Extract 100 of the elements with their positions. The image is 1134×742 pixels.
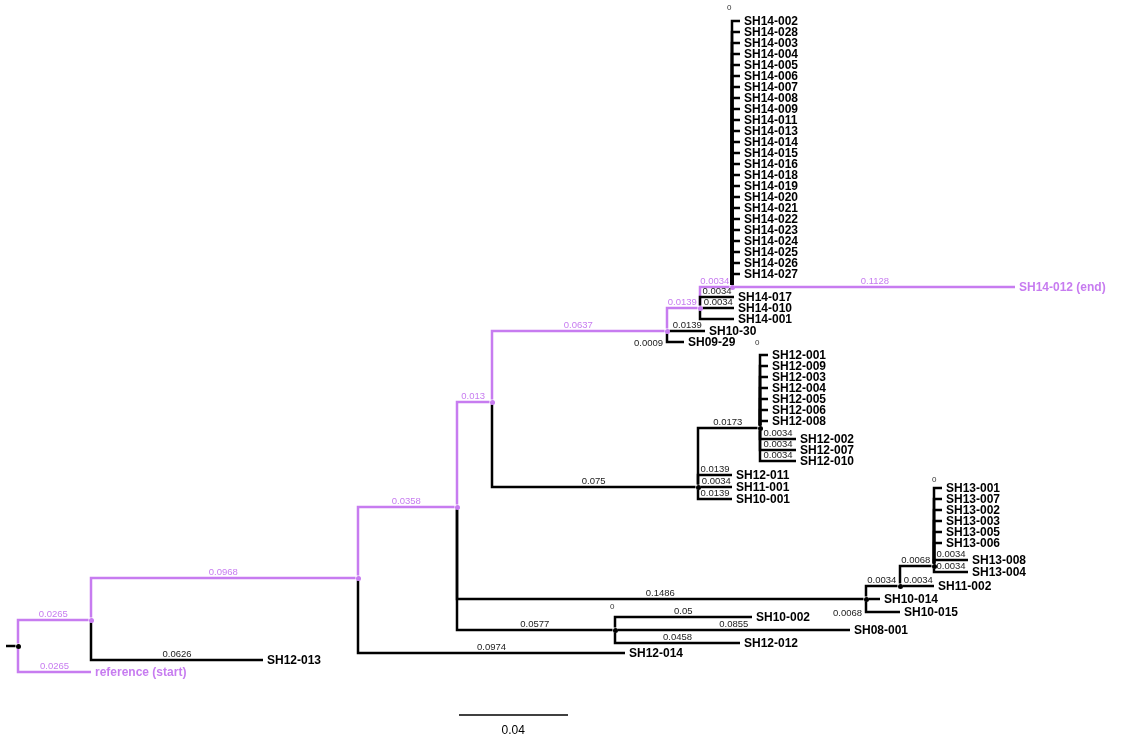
branch-length: 0.0139 xyxy=(667,297,697,306)
branch-length: 0.0034 xyxy=(867,575,897,584)
tree-branch xyxy=(702,306,734,310)
taxon-label: SH14-015 xyxy=(740,147,799,159)
taxon-label: SH14-004 xyxy=(740,48,799,60)
branch-length: 0.0034 xyxy=(763,428,793,437)
branch-length: 0 xyxy=(932,476,937,484)
taxon-label: SH14-024 xyxy=(740,235,799,247)
branch-length: 0.0458 xyxy=(663,632,693,641)
tree-branch xyxy=(16,618,89,644)
taxon-label: reference (start) xyxy=(91,666,187,678)
branch-length: 0.0265 xyxy=(40,661,70,670)
taxon-label: SH14-021 xyxy=(740,202,799,214)
branch-length: 0.0139 xyxy=(672,320,702,329)
node-dot xyxy=(863,596,869,602)
taxon-label: SH10-001 xyxy=(732,493,791,505)
tree-branch xyxy=(758,419,768,426)
branch-length: 0.1128 xyxy=(860,276,890,285)
branch-length: 0.0034 xyxy=(701,476,731,485)
taxon-label: SH12-005 xyxy=(768,393,827,405)
taxon-label: SH12-012 xyxy=(740,637,799,649)
branch-length: 0.0068 xyxy=(901,555,931,564)
branch-length: 0.013 xyxy=(461,391,486,400)
taxon-label: SH13-006 xyxy=(942,537,1001,549)
node-dot xyxy=(757,425,763,431)
tree-branch xyxy=(932,568,968,574)
node-dot xyxy=(897,583,903,589)
taxon-label: SH14-002 xyxy=(740,15,799,27)
taxon-label: SH13-003 xyxy=(942,515,1001,527)
taxon-label: SH13-001 xyxy=(942,482,1001,494)
taxon-label: SH14-020 xyxy=(740,191,799,203)
tree-branch xyxy=(89,622,263,662)
tree-branch xyxy=(898,564,932,584)
branch-length: 0.0034 xyxy=(936,549,966,558)
taxon-label: SH13-007 xyxy=(942,493,1001,505)
taxon-label: SH13-005 xyxy=(942,526,1001,538)
tree-branch xyxy=(758,430,796,463)
tree-branch xyxy=(89,576,356,618)
taxon-label: SH08-001 xyxy=(850,624,909,636)
branch-length: 0.0139 xyxy=(700,464,730,473)
taxon-label: SH12-007 xyxy=(796,444,855,456)
taxon-label: SH12-009 xyxy=(768,360,827,372)
branch-length: 0.0637 xyxy=(563,320,593,329)
taxon-label: SH12-010 xyxy=(796,455,855,467)
tree-branch xyxy=(696,473,732,485)
node-dot xyxy=(729,284,735,290)
tree-branch xyxy=(698,295,734,306)
taxon-label: SH11-001 xyxy=(732,481,790,493)
branch-length: 0.0034 xyxy=(700,276,730,285)
tree-branch xyxy=(698,310,734,321)
taxon-label: SH14-025 xyxy=(740,246,799,258)
taxon-label: SH14-003 xyxy=(740,37,799,49)
branch-length: 0.0068 xyxy=(833,607,863,617)
tree-branch xyxy=(455,509,613,632)
taxon-label: SH14-027 xyxy=(740,268,799,280)
branch-length: 0.075 xyxy=(581,476,606,485)
taxon-label: SH14-006 xyxy=(740,70,799,82)
branch-length: 0.0034 xyxy=(936,561,966,570)
branch-length: 0 xyxy=(755,339,760,347)
branch-length: 0.05 xyxy=(674,606,693,615)
node-dot xyxy=(88,617,94,623)
taxon-label: SH12-013 xyxy=(263,654,322,666)
taxon-label: SH12-008 xyxy=(768,415,827,427)
taxon-label: SH13-004 xyxy=(968,566,1027,578)
taxon-label: SH11-002 xyxy=(934,580,992,592)
taxon-label: SH10-30 xyxy=(705,325,757,337)
branch-length: 0.0968 xyxy=(208,567,238,576)
taxon-label: SH14-023 xyxy=(740,224,799,236)
tree-branch xyxy=(864,601,900,614)
taxon-label: SH12-006 xyxy=(768,404,827,416)
taxon-label: SH14-018 xyxy=(740,169,799,181)
taxon-label: SH12-011 xyxy=(732,469,790,481)
branch-length: 0.0034 xyxy=(763,450,793,459)
node-dot xyxy=(612,627,618,633)
branch-length: 0.0626 xyxy=(162,649,192,658)
taxon-label: SH12-004 xyxy=(768,382,827,394)
branch-length: 0.0034 xyxy=(903,575,933,584)
branch-length: 0.1486 xyxy=(645,588,675,597)
node-dot xyxy=(695,484,701,490)
taxon-label: SH14-026 xyxy=(740,257,799,269)
taxon-label: SH14-008 xyxy=(740,92,799,104)
taxon-label: SH12-001 xyxy=(768,349,827,361)
taxon-label: SH13-008 xyxy=(968,554,1027,566)
branch-length: 0.0034 xyxy=(763,439,793,448)
taxon-label: SH12-003 xyxy=(768,371,827,383)
tree-branch xyxy=(356,505,455,576)
tree-branch xyxy=(696,489,732,501)
taxon-label: SH14-009 xyxy=(740,103,799,115)
tree-branch xyxy=(16,648,91,674)
node-dot xyxy=(664,328,670,334)
taxon-label: SH09-29 xyxy=(684,336,736,348)
tree-branch xyxy=(665,306,698,329)
taxon-label: SH14-007 xyxy=(740,81,799,93)
taxon-label: SH12-002 xyxy=(796,433,855,445)
taxon-label: SH10-014 xyxy=(880,593,939,605)
tree-branch xyxy=(356,580,625,655)
node-dot xyxy=(454,504,460,510)
taxon-label: SH10-002 xyxy=(752,611,811,623)
tree-branch xyxy=(665,333,684,344)
taxon-label: SH14-022 xyxy=(740,213,799,225)
